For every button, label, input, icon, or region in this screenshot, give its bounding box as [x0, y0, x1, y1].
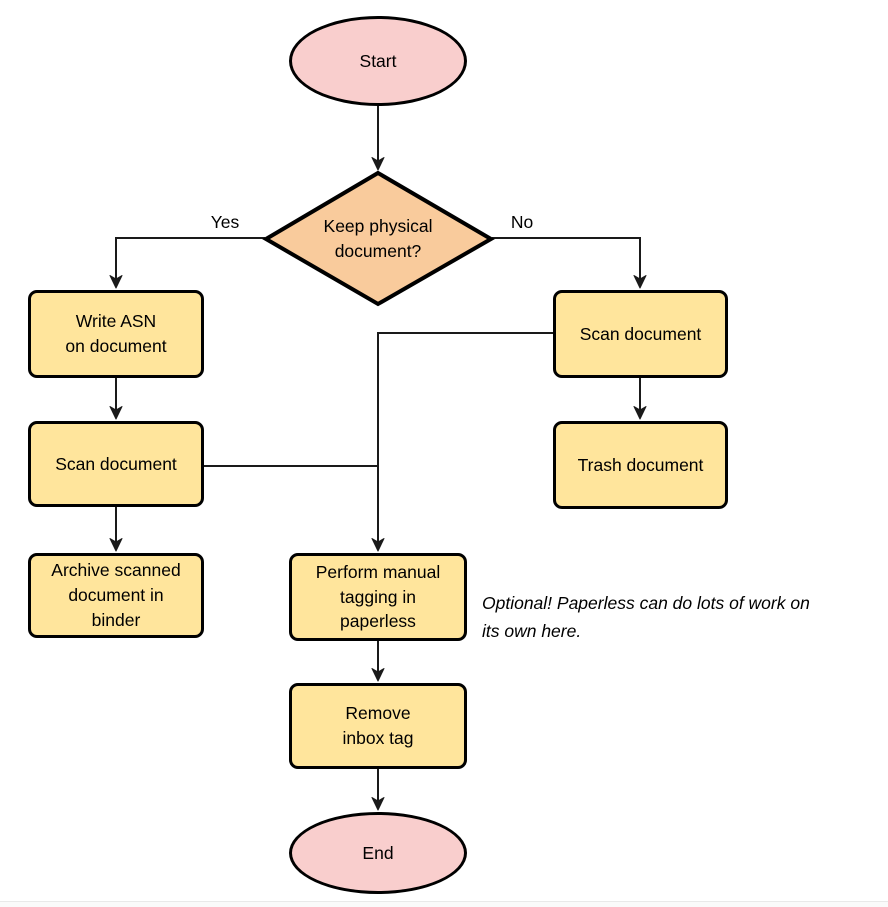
node-end: End	[289, 812, 467, 894]
decision-diamond-shape	[262, 170, 495, 307]
node-write-asn: Write ASN on document	[28, 290, 204, 378]
node-scan-right: Scan document	[553, 290, 728, 378]
node-scan-left: Scan document	[28, 421, 204, 507]
node-scan-right-label: Scan document	[579, 323, 702, 344]
node-scan-left-label: Scan document	[55, 453, 177, 474]
edge-label-yes: Yes	[210, 212, 240, 232]
node-remove-inbox-label: Remove inbox tag	[342, 703, 414, 748]
annotation-optional-note: Optional! Paperless can do lots of work …	[482, 593, 810, 641]
edge-label-no: No	[510, 212, 534, 232]
node-decision-label: Keep physical document?	[323, 216, 433, 261]
node-start: Start	[289, 16, 467, 106]
node-archive-label: Archive scanned document in binder	[51, 560, 181, 630]
bottom-page-edge	[0, 901, 888, 907]
node-write-asn-label: Write ASN on document	[65, 311, 167, 356]
node-trash-label: Trash document	[577, 454, 704, 475]
node-start-label: Start	[359, 50, 397, 71]
node-end-label: End	[362, 842, 394, 863]
node-tagging: Perform manual tagging in paperless	[289, 553, 467, 641]
node-tagging-label: Perform manual tagging in paperless	[315, 561, 441, 632]
node-archive: Archive scanned document in binder	[28, 553, 204, 638]
edge-scan-right-to-tagging	[371, 332, 553, 552]
node-trash: Trash document	[553, 421, 728, 509]
edge-decision-no-to-scan-right	[492, 237, 647, 289]
node-decision: Keep physical document?	[278, 208, 478, 270]
edge-decision-yes-to-write-asn	[109, 237, 265, 289]
node-remove-inbox: Remove inbox tag	[289, 683, 467, 769]
